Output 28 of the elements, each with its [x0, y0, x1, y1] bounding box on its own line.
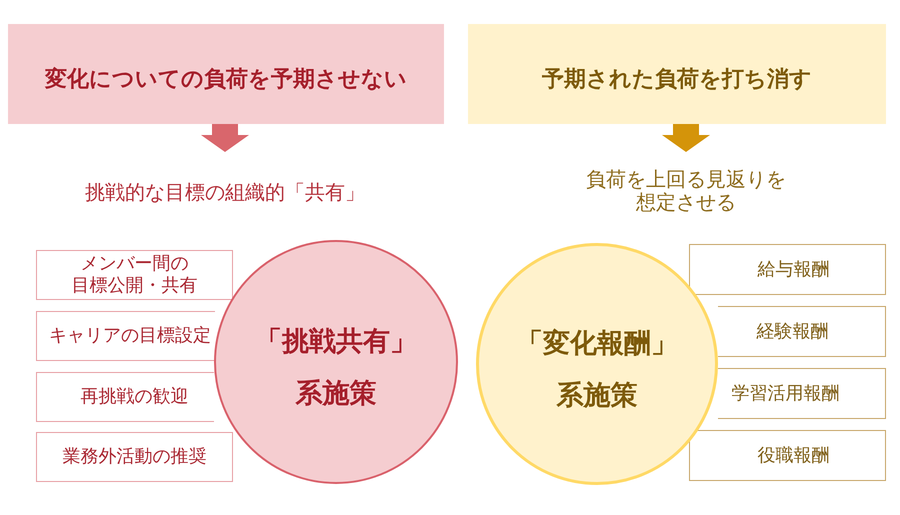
measure-label: 役職報酬: [758, 444, 830, 466]
circle-title: 「挑戦共有」系施策: [255, 325, 417, 411]
category-circle: [214, 240, 458, 484]
measure-box: [36, 311, 215, 361]
measure-box: [36, 250, 233, 300]
measure-label: メンバー間の目標公開・共有: [72, 253, 198, 297]
measure-box: [718, 306, 886, 357]
subheading-text: 負荷を上回る見返りを想定させる: [580, 168, 792, 214]
measure-box: [36, 372, 214, 422]
measure-box: [36, 432, 233, 482]
block-arrow: [201, 124, 249, 152]
header-banner: [468, 24, 886, 124]
subheading-text: 挑戦的な目標の組織的「共有」: [65, 181, 385, 204]
measure-label: 学習活用報酬: [732, 382, 840, 404]
measure-label: 給与報酬: [758, 258, 830, 280]
measure-label: キャリアの目標設定: [49, 325, 211, 347]
category-circle: [476, 243, 718, 485]
banner-heading: 予期された負荷を打ち消す: [542, 66, 812, 94]
measure-box: [689, 430, 886, 481]
measure-label: 経験報酬: [756, 320, 828, 342]
banner-heading: 変化についての負荷を予期させない: [45, 66, 407, 94]
measure-label: 再挑戦の歓迎: [80, 386, 188, 408]
header-banner: [8, 24, 444, 124]
measure-box: [718, 368, 886, 419]
circle-title: 「変化報酬」系施策: [516, 327, 678, 413]
measure-box: [689, 244, 886, 295]
measure-label: 業務外活動の推奨: [62, 446, 206, 468]
block-arrow: [662, 124, 710, 152]
